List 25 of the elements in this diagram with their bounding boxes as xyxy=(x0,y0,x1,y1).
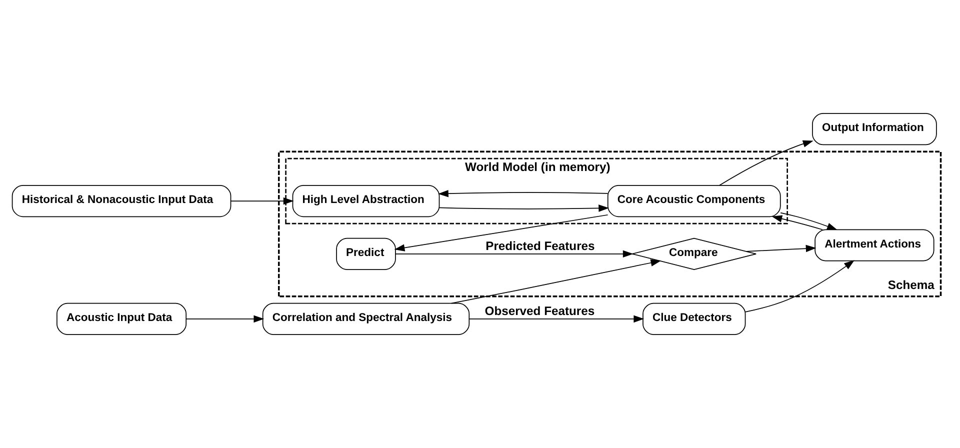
arrow xyxy=(718,140,814,186)
arrow xyxy=(438,204,610,212)
node-box: Historical & Nonacoustic Input Data xyxy=(12,184,232,218)
edge-label: Observed Features xyxy=(484,304,595,318)
node-box: High Level Abstraction xyxy=(292,184,440,218)
node-box: Predict xyxy=(336,238,396,270)
arrow xyxy=(394,214,608,252)
node-box: Output Information xyxy=(812,113,937,146)
arrow xyxy=(230,197,294,205)
node-box: Core Acoustic Components xyxy=(607,184,781,218)
node-box: Acoustic Input Data xyxy=(56,302,187,335)
arrow xyxy=(746,244,816,252)
arrow xyxy=(438,190,608,198)
node-diamond: Compare xyxy=(632,238,756,270)
arrow xyxy=(780,212,838,230)
edge-label: Predicted Features xyxy=(486,238,595,253)
node-box: Clue Detectors xyxy=(642,302,746,335)
arrow xyxy=(186,315,264,323)
arrow xyxy=(744,260,855,312)
arrow xyxy=(772,215,823,230)
arrow xyxy=(468,315,644,323)
node-box: Correlation and Spectral Analysis xyxy=(262,302,470,335)
node-box: Alertment Actions xyxy=(814,229,934,262)
arrow xyxy=(395,250,634,258)
arrow xyxy=(451,259,662,304)
